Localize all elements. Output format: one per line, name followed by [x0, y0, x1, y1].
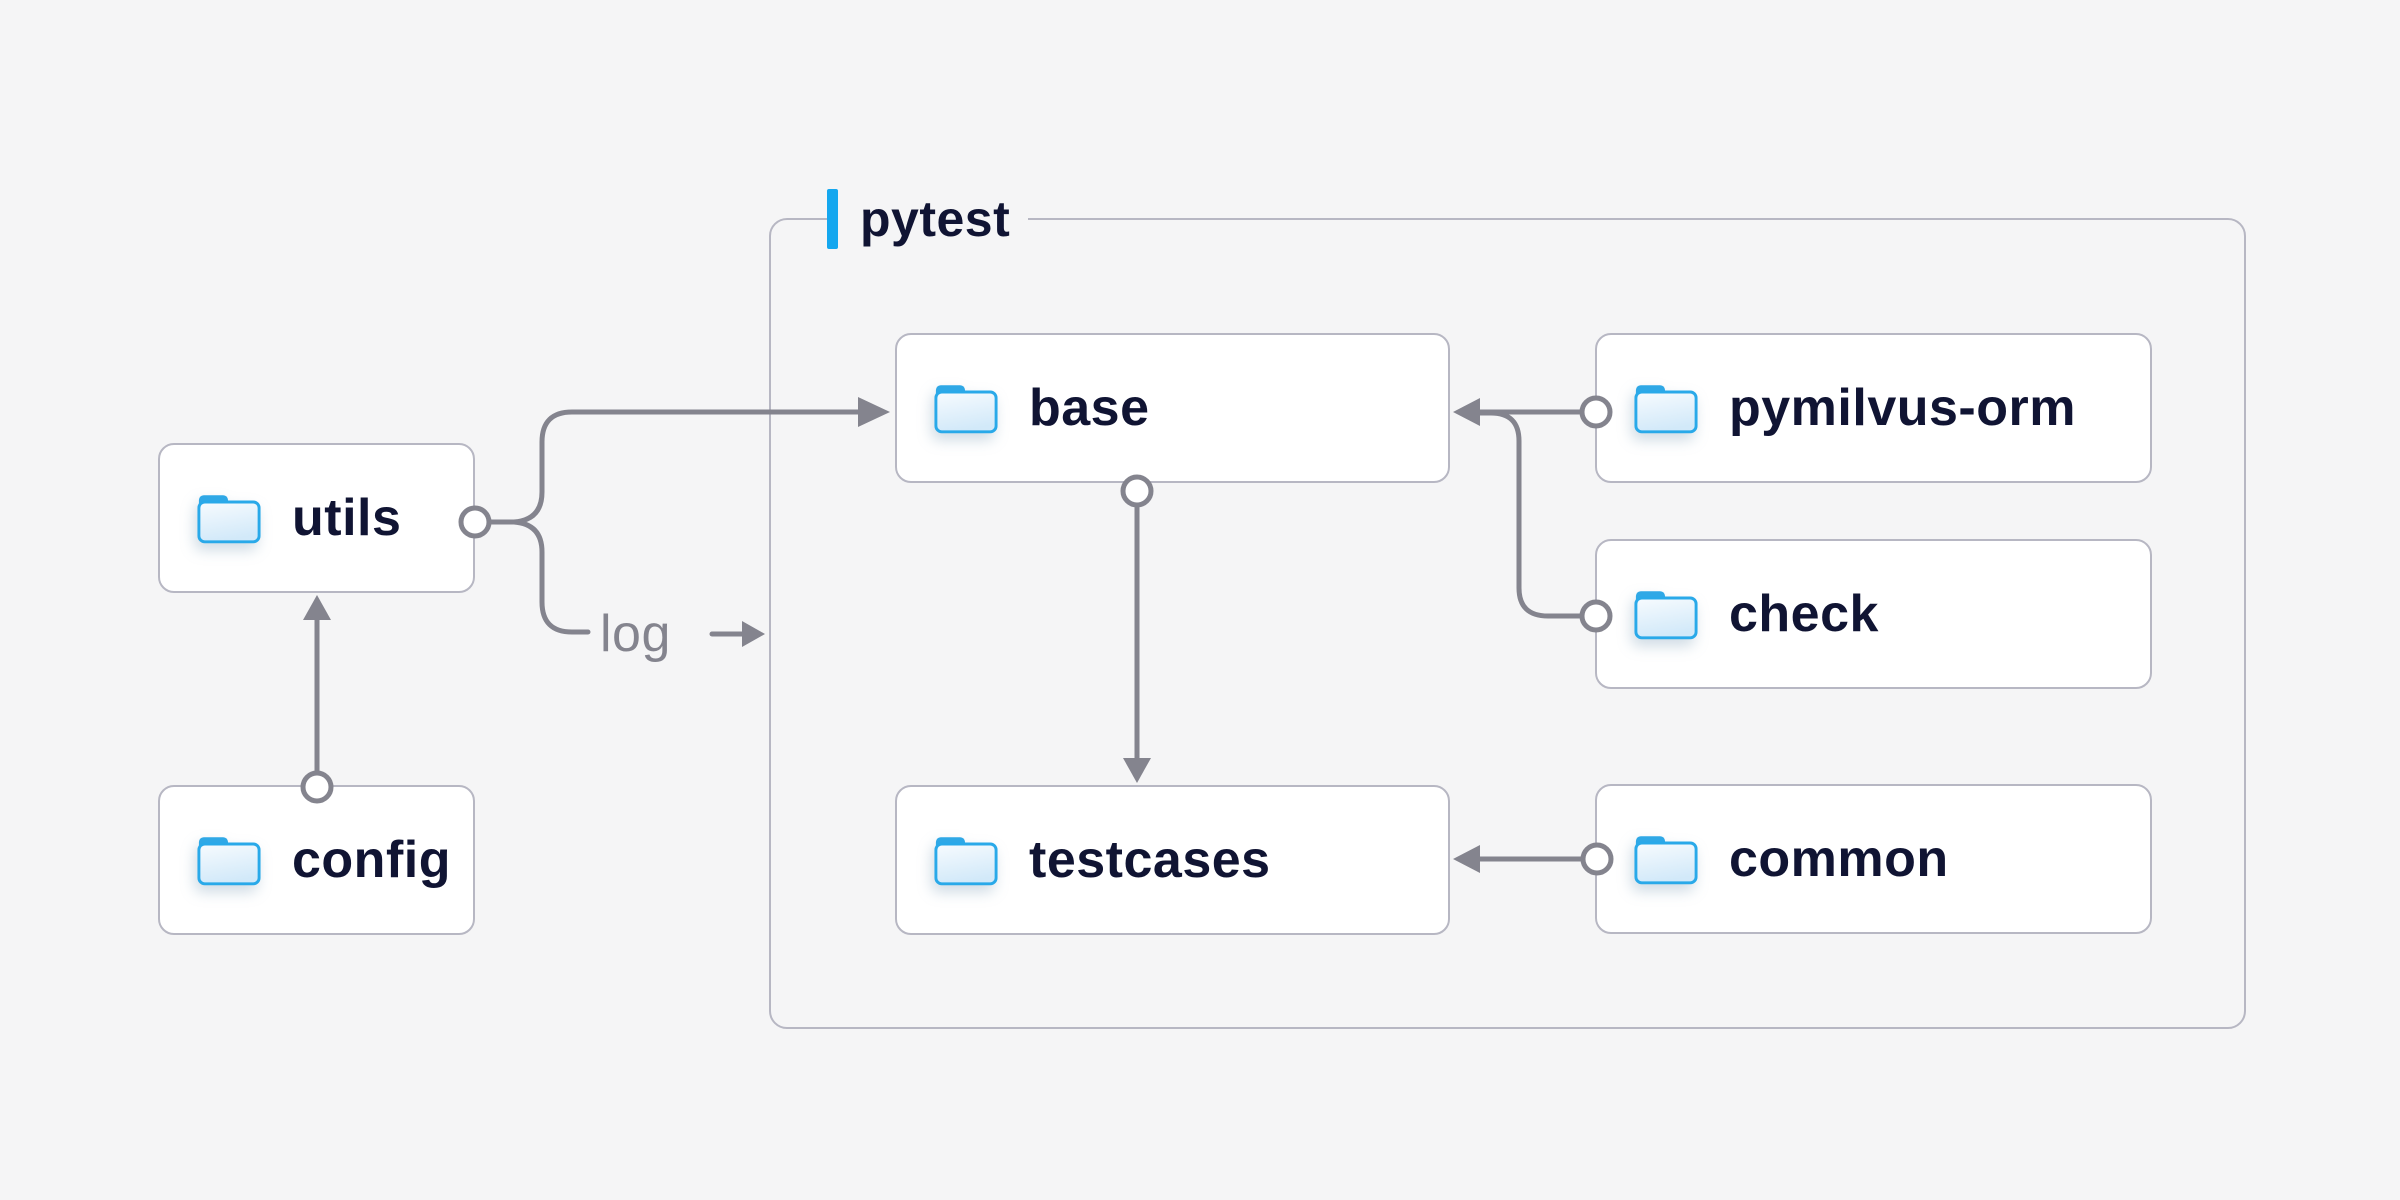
folder-icon	[1634, 835, 1698, 884]
node-label: check	[1729, 585, 1879, 643]
log-edge-label: log	[600, 605, 671, 663]
arrowhead-into-utils	[303, 595, 331, 620]
node-label: testcases	[1029, 831, 1271, 889]
edge-utils-to-log	[511, 519, 591, 635]
folder-icon	[1634, 590, 1698, 639]
node-label: utils	[292, 489, 402, 547]
node-pymilvus-orm: pymilvus-orm	[1595, 333, 2152, 483]
node-common: common	[1595, 784, 2152, 934]
accent-bar	[827, 189, 838, 249]
folder-icon	[934, 836, 998, 885]
folder-icon	[197, 494, 261, 543]
node-label: common	[1729, 830, 1949, 888]
node-label: base	[1029, 379, 1150, 437]
folder-icon	[1634, 384, 1698, 433]
folder-icon	[934, 384, 998, 433]
node-check: check	[1595, 539, 2152, 689]
node-utils: utils	[158, 443, 475, 593]
pytest-group-title: pytest	[860, 191, 1011, 247]
pytest-group-container: pytest	[769, 187, 2246, 1029]
folder-icon	[197, 836, 261, 885]
node-testcases: testcases	[895, 785, 1450, 935]
pytest-group-label: pytest	[827, 187, 1029, 251]
node-base: base	[895, 333, 1450, 483]
node-label: config	[292, 831, 451, 889]
arrowhead-log	[742, 621, 765, 647]
node-label: pymilvus-orm	[1729, 379, 2076, 437]
node-config: config	[158, 785, 475, 935]
